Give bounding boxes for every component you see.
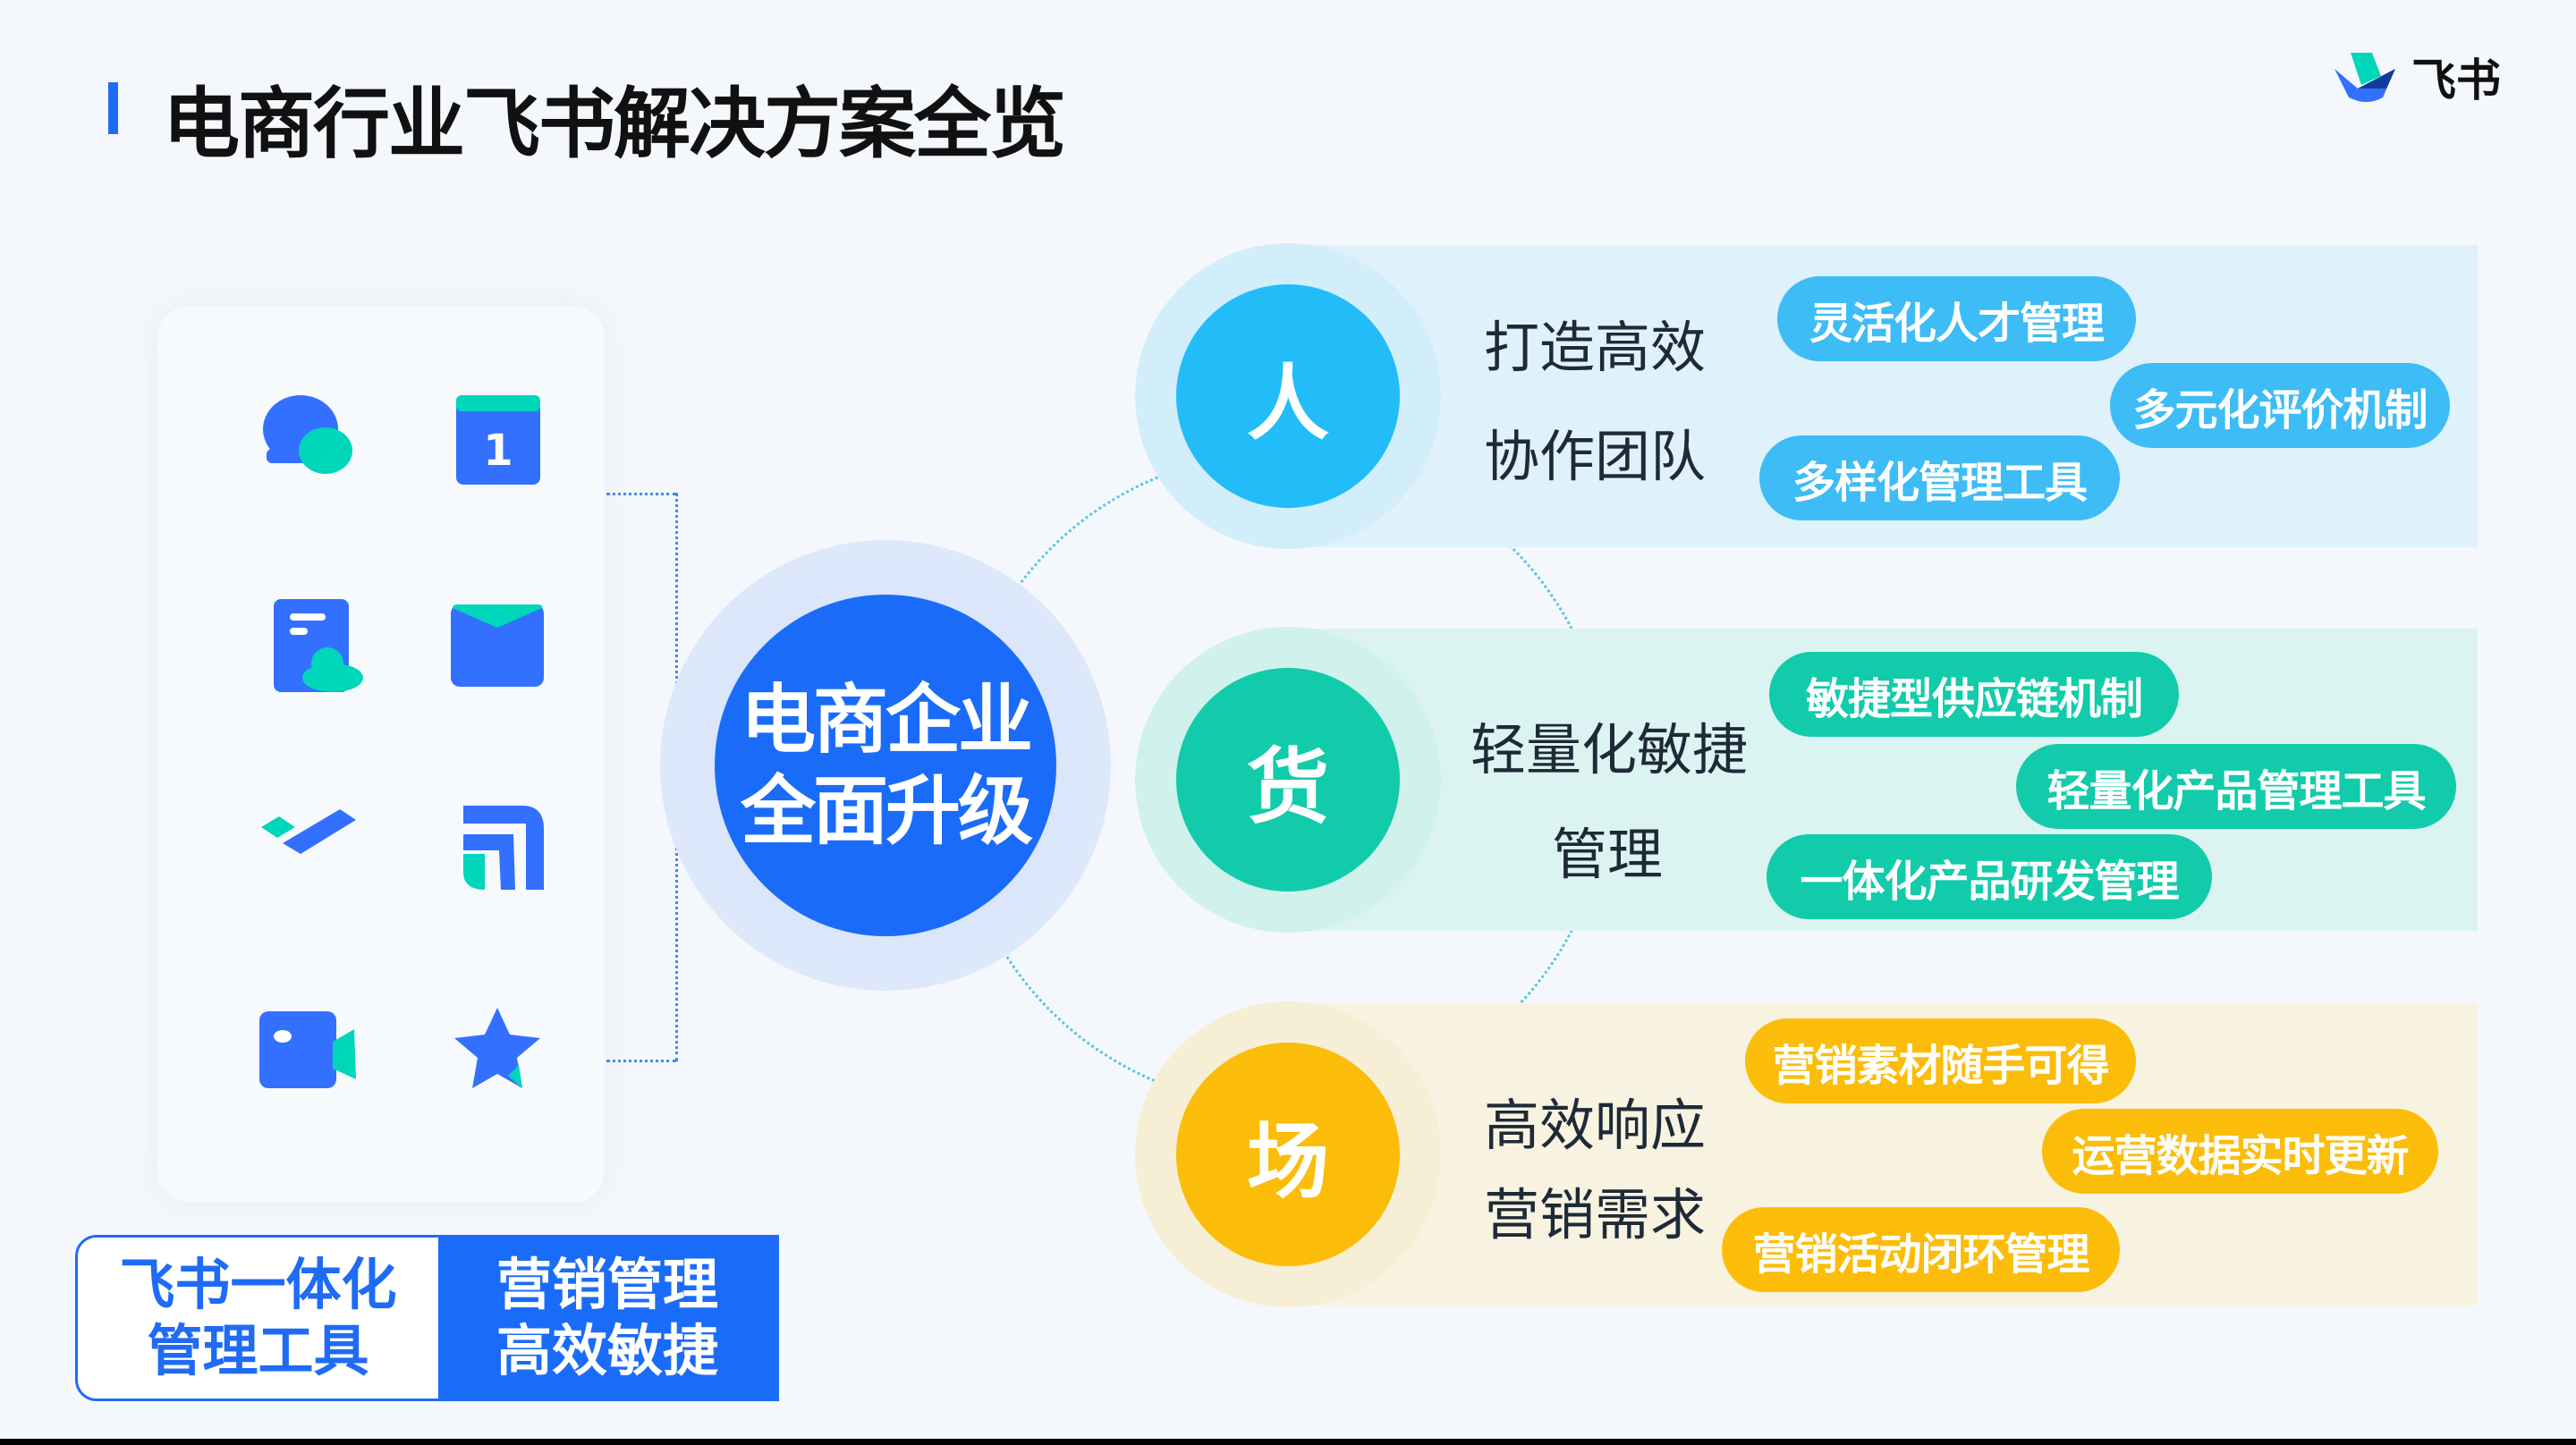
summary-right-line-1: 营销管理 bbox=[496, 1252, 718, 1317]
title-accent-bar bbox=[108, 82, 118, 134]
scene-circle: 场 bbox=[1176, 1043, 1400, 1266]
bottom-border bbox=[0, 1439, 2576, 1445]
people-label-1: 打造高效 bbox=[1484, 315, 1707, 380]
goods-pill: 轻量化产品管理工具 bbox=[2016, 744, 2456, 829]
people-pill: 多元化评价机制 bbox=[2110, 363, 2450, 448]
message-icon[interactable] bbox=[256, 386, 363, 494]
center-line-2: 全面升级 bbox=[740, 767, 1033, 855]
scene-pill: 营销活动闭环管理 bbox=[1722, 1207, 2120, 1292]
center-circle: 电商企业 全面升级 bbox=[715, 595, 1056, 936]
summary-right-line-2: 高效敏捷 bbox=[496, 1318, 718, 1383]
calendar-day: 1 bbox=[483, 426, 513, 476]
mail-icon[interactable] bbox=[444, 592, 551, 699]
summary-box: 飞书一体化 管理工具 营销管理 高效敏捷 bbox=[75, 1235, 779, 1401]
scene-pill: 营销素材随手可得 bbox=[1745, 1018, 2136, 1103]
calendar-icon[interactable]: 1 bbox=[444, 386, 551, 494]
logo-text: 飞书 bbox=[2411, 55, 2501, 106]
goods-pill: 一体化产品研发管理 bbox=[1767, 834, 2212, 919]
people-pill: 多样化管理工具 bbox=[1759, 435, 2120, 520]
tool-panel: 1 bbox=[157, 306, 605, 1203]
scene-label-2: 营销需求 bbox=[1484, 1182, 1707, 1247]
wiki-icon[interactable] bbox=[444, 793, 551, 900]
summary-left: 飞书一体化 管理工具 bbox=[78, 1238, 438, 1399]
docs-icon[interactable] bbox=[256, 592, 363, 699]
people-circle: 人 bbox=[1176, 284, 1400, 508]
center-line-1: 电商企业 bbox=[740, 676, 1033, 764]
connector-line bbox=[606, 493, 676, 495]
scene-label-1: 高效响应 bbox=[1484, 1093, 1707, 1158]
goods-label-2: 管理 bbox=[1552, 822, 1664, 887]
favorite-icon[interactable] bbox=[444, 999, 551, 1106]
people-label-2: 协作团队 bbox=[1484, 424, 1707, 489]
people-pill: 灵活化人才管理 bbox=[1777, 276, 2136, 361]
connector-line bbox=[606, 1060, 676, 1062]
goods-label-1: 轻量化敏捷 bbox=[1470, 717, 1749, 782]
feishu-logo-icon bbox=[2334, 53, 2395, 102]
feishu-logo: 飞书 bbox=[2331, 45, 2501, 109]
summary-left-line-1: 飞书一体化 bbox=[119, 1252, 397, 1317]
scene-pill: 运营数据实时更新 bbox=[2042, 1109, 2438, 1194]
video-icon[interactable] bbox=[256, 999, 363, 1106]
goods-circle: 货 bbox=[1176, 668, 1400, 892]
task-icon[interactable] bbox=[256, 793, 363, 900]
summary-right: 营销管理 高效敏捷 bbox=[438, 1238, 776, 1399]
goods-pill: 敏捷型供应链机制 bbox=[1769, 652, 2179, 737]
page-title: 电商行业飞书解决方案全览 bbox=[163, 80, 1066, 169]
summary-left-line-2: 管理工具 bbox=[147, 1318, 369, 1383]
